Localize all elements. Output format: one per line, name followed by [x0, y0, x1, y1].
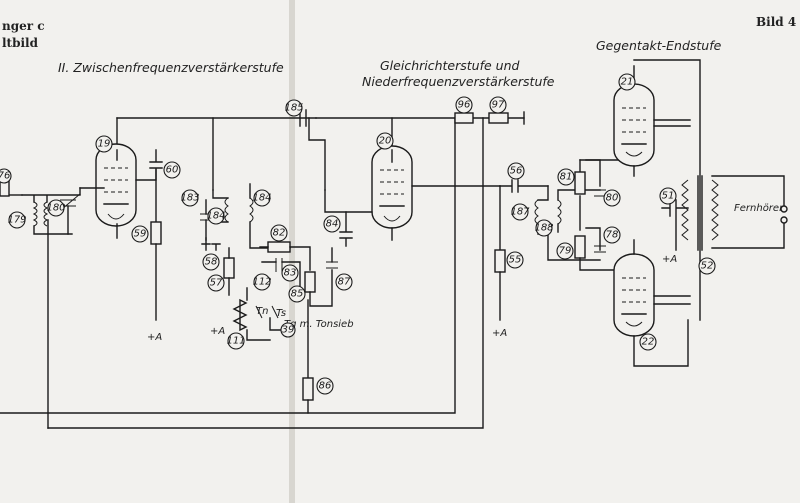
svg-text:185: 185: [284, 103, 303, 114]
bubble-80: 80: [603, 189, 621, 207]
svg-text:55: 55: [509, 255, 522, 266]
svg-text:59: 59: [134, 229, 147, 240]
svg-text:79: 79: [559, 246, 572, 257]
heading-rectifier-line2: Niederfrequenzverstärkerstufe: [362, 74, 555, 89]
heading-push-pull: Gegentakt-Endstufe: [596, 38, 722, 53]
svg-text:19: 19: [98, 139, 111, 150]
bubble-78: 78: [603, 226, 621, 244]
plus-a-label-4: +A: [662, 254, 677, 265]
svg-text:188: 188: [534, 223, 553, 234]
bubble-111: 111: [226, 332, 246, 350]
svg-text:58: 58: [205, 257, 218, 268]
svg-text:96: 96: [458, 100, 471, 111]
svg-text:87: 87: [338, 277, 351, 288]
bubble-56: 56: [507, 162, 525, 180]
bubble-22: 22: [639, 333, 657, 351]
label-ts: Ts: [276, 308, 286, 319]
bubble-55: 55: [506, 251, 524, 269]
svg-text:97: 97: [492, 100, 505, 111]
svg-text:111: 111: [226, 336, 245, 347]
svg-text:184: 184: [252, 193, 271, 204]
bubble-183: 183: [180, 189, 200, 207]
bubble-184b: 184: [252, 189, 272, 207]
bubble-83: 83: [281, 264, 299, 282]
bubble-180: 180: [46, 199, 66, 217]
svg-text:85: 85: [291, 289, 304, 300]
plus-a-label-1: +A: [147, 332, 162, 343]
svg-text:22: 22: [642, 337, 655, 348]
svg-text:84: 84: [326, 219, 339, 230]
bubble-112: 112: [252, 273, 272, 291]
svg-text:112: 112: [252, 277, 271, 288]
svg-text:52: 52: [701, 261, 714, 272]
plus-a-label-3: +A: [492, 328, 507, 339]
bubble-59: 59: [131, 225, 149, 243]
svg-text:20: 20: [379, 136, 392, 147]
bubble-21: 21: [618, 73, 636, 91]
svg-text:180: 180: [46, 203, 65, 214]
svg-text:81: 81: [560, 172, 573, 183]
bubble-58: 58: [202, 253, 220, 271]
bubble-19: 19: [95, 135, 113, 153]
component-number-bubbles: 76 179 180 19 60 59 183 184 184 185 58 5…: [0, 73, 716, 395]
svg-text:51: 51: [662, 191, 675, 202]
tube-21-envelope: [613, 83, 655, 167]
svg-text:78: 78: [606, 230, 619, 241]
push-pull-stage: +A Fernhörer: [534, 59, 788, 367]
bubble-82: 82: [270, 224, 288, 242]
svg-text:76: 76: [0, 171, 10, 182]
svg-text:80: 80: [606, 193, 619, 204]
bubble-39: 39: [280, 322, 296, 338]
svg-text:57: 57: [210, 278, 223, 289]
bubble-84: 84: [323, 215, 341, 233]
bubble-60: 60: [163, 161, 181, 179]
bubble-52: 52: [698, 257, 716, 275]
bubble-85: 85: [288, 285, 306, 303]
bubble-51: 51: [659, 187, 677, 205]
detector-stage: Tn Ts Tg m. Tonsieb +A: [200, 183, 354, 414]
tube-22-envelope: [613, 253, 655, 337]
bubble-96: 96: [455, 96, 473, 114]
bubble-86: 86: [316, 377, 334, 395]
title-fragment: nger c: [2, 19, 45, 33]
bus-wires: [0, 111, 525, 429]
svg-text:21: 21: [621, 77, 634, 88]
bubble-20: 20: [376, 132, 394, 150]
bubble-87: 87: [335, 273, 353, 291]
label-tn: Tn: [256, 306, 268, 317]
svg-text:179: 179: [7, 215, 26, 226]
svg-text:39: 39: [282, 325, 295, 336]
bubble-79: 79: [556, 242, 574, 260]
svg-text:184: 184: [206, 211, 225, 222]
bubble-188: 188: [534, 219, 554, 237]
svg-text:83: 83: [284, 268, 297, 279]
svg-text:86: 86: [319, 381, 332, 392]
heading-rectifier-line1: Gleichrichterstufe und: [380, 58, 520, 73]
heading-if-stage: II. Zwischenfrequenzverstärkerstufe: [58, 60, 284, 75]
bubble-185: 185: [284, 99, 304, 117]
bubble-184a: 184: [206, 207, 226, 225]
if-stage: +A: [0, 143, 163, 343]
svg-text:60: 60: [166, 165, 179, 176]
svg-text:187: 187: [510, 207, 530, 218]
svg-text:183: 183: [180, 193, 199, 204]
subtitle-fragment: ltbild: [2, 36, 39, 50]
bubble-179: 179: [7, 211, 27, 229]
fernhoerer-label: Fernhörer: [734, 203, 784, 214]
nf-stage: +A: [299, 109, 549, 339]
bubble-76: 76: [0, 168, 12, 184]
bubble-187: 187: [510, 203, 530, 221]
page-label: Bild 4: [756, 15, 796, 29]
tube-19-envelope: [95, 143, 137, 227]
bubble-57: 57: [207, 274, 225, 292]
svg-text:82: 82: [273, 228, 286, 239]
plus-a-label-2: +A: [210, 326, 225, 337]
bubble-97: 97: [489, 96, 507, 114]
bubble-81: 81: [557, 168, 575, 186]
label-tonsieb: Tg m. Tonsieb: [284, 319, 354, 330]
svg-text:56: 56: [510, 166, 523, 177]
